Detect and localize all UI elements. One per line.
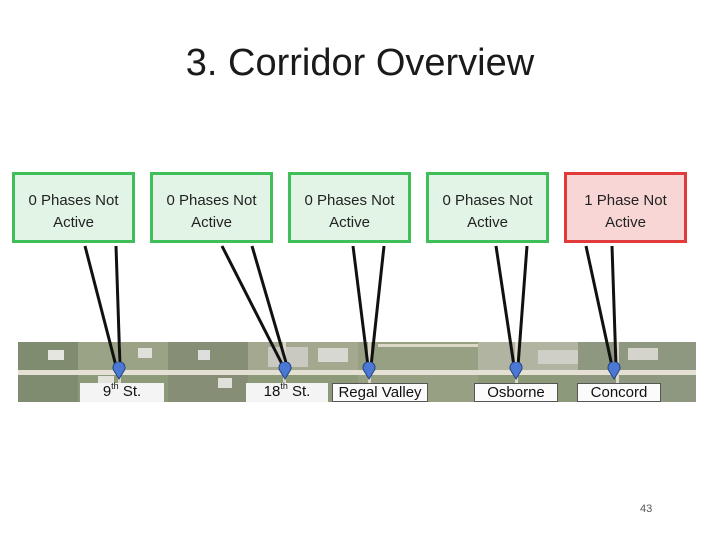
page-number: 43 xyxy=(640,503,653,515)
slide-title: 3. Corridor Overview xyxy=(185,42,535,84)
status-box-osborne: 0 Phases Not Active xyxy=(426,172,549,243)
label-osborne: Osborne xyxy=(474,383,558,402)
label-concord: Concord xyxy=(577,383,661,402)
map-pin-icon[interactable] xyxy=(362,362,376,380)
status-box-line1: 0 Phases Not xyxy=(442,192,533,209)
map-pin-icon[interactable] xyxy=(509,362,523,380)
status-box-line2: Active xyxy=(53,214,94,231)
map-pin-icon[interactable] xyxy=(112,362,126,380)
label-18th-st: 18th St. xyxy=(246,382,328,402)
map-pin-icon[interactable] xyxy=(607,362,621,380)
status-box-line2: Active xyxy=(467,214,508,231)
status-box-regal-valley: 0 Phases Not Active xyxy=(288,172,411,243)
status-box-line1: 0 Phases Not xyxy=(28,192,119,209)
status-box-line1: 1 Phase Not xyxy=(584,192,667,209)
label-9th-st: 9th St. xyxy=(80,382,164,402)
map-pin-icon[interactable] xyxy=(278,362,292,380)
status-box-line2: Active xyxy=(191,214,232,231)
status-box-concord: 1 Phase Not Active xyxy=(564,172,687,243)
status-box-line1: 0 Phases Not xyxy=(166,192,257,209)
label-regal-valley: Regal Valley xyxy=(332,383,428,402)
status-box-line2: Active xyxy=(605,214,646,231)
status-box-line1: 0 Phases Not xyxy=(304,192,395,209)
status-box-9th-st: 0 Phases Not Active xyxy=(12,172,135,243)
status-box-18th-st: 0 Phases Not Active xyxy=(150,172,273,243)
status-box-line2: Active xyxy=(329,214,370,231)
